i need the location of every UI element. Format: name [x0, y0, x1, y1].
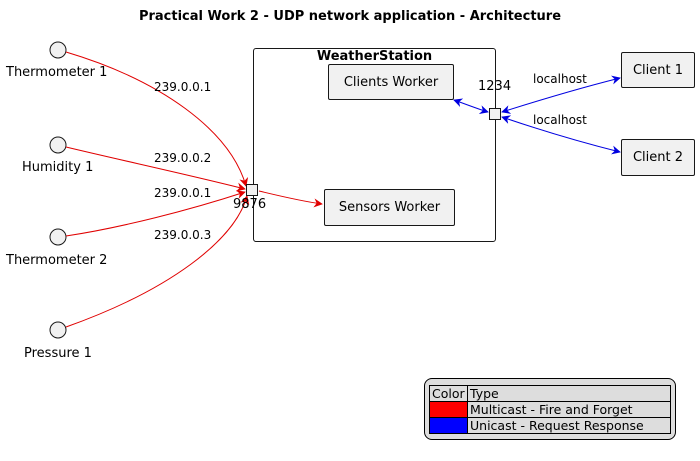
edge-clients-worker-to-1234 [453, 98, 489, 114]
edge-label-pressure1: 239.0.0.3 [154, 228, 212, 242]
edge-1234-to-client1 [501, 75, 621, 114]
edge-pressure1-to-9876 [65, 195, 250, 328]
edge-label-humidity1: 239.0.0.2 [154, 151, 212, 165]
legend-header-type: Type [467, 385, 671, 402]
edge-label-client1: localhost [533, 72, 587, 86]
legend: Color Type Multicast - Fire and Forget U… [424, 378, 676, 440]
edge-label-thermometer1: 239.0.0.1 [154, 80, 212, 94]
legend-table: Color Type Multicast - Fire and Forget U… [429, 385, 671, 434]
actor-pressure-1-icon [49, 321, 67, 339]
sensors-worker-box: Sensors Worker [324, 189, 455, 226]
actor-thermometer-1-icon [49, 41, 67, 59]
edge-label-client2: localhost [533, 113, 587, 127]
sensor-port [246, 184, 258, 196]
sensor-port-label: 9876 [233, 197, 267, 212]
legend-header-row: Color Type [429, 385, 671, 402]
edge-1234-to-client2 [501, 115, 621, 155]
legend-header-color: Color [429, 385, 468, 402]
weather-station-container: WeatherStation [253, 48, 496, 242]
edge-9876-to-sensors-worker [258, 190, 323, 208]
client-1-box: Client 1 [621, 52, 695, 88]
clients-worker-box: Clients Worker [328, 64, 454, 100]
weather-station-title: WeatherStation [316, 49, 433, 64]
actor-thermometer-1-label: Thermometer 1 [6, 65, 108, 80]
edge-thermometer1-to-9876 [65, 51, 249, 187]
diagram-title: Practical Work 2 - UDP network applicati… [138, 9, 562, 24]
client-port-label: 1234 [478, 79, 512, 94]
edge-label-thermometer2: 239.0.0.1 [154, 186, 212, 200]
client-port [489, 108, 501, 120]
actor-thermometer-2-label: Thermometer 2 [6, 253, 108, 268]
edge-humidity1-to-9876 [65, 146, 246, 192]
legend-swatch-blue [429, 417, 468, 434]
legend-row: Multicast - Fire and Forget [429, 401, 671, 418]
edge-thermometer2-to-9876 [65, 190, 246, 237]
legend-row: Unicast - Request Response [429, 417, 671, 434]
actor-pressure-1-label: Pressure 1 [24, 346, 92, 361]
legend-type-unicast: Unicast - Request Response [467, 417, 671, 434]
legend-type-multicast: Multicast - Fire and Forget [467, 401, 671, 418]
client-2-box: Client 2 [621, 139, 695, 176]
actor-thermometer-2-icon [49, 228, 67, 246]
legend-swatch-red [429, 401, 468, 418]
actor-humidity-1-label: Humidity 1 [22, 160, 94, 175]
actor-humidity-1-icon [49, 136, 67, 154]
